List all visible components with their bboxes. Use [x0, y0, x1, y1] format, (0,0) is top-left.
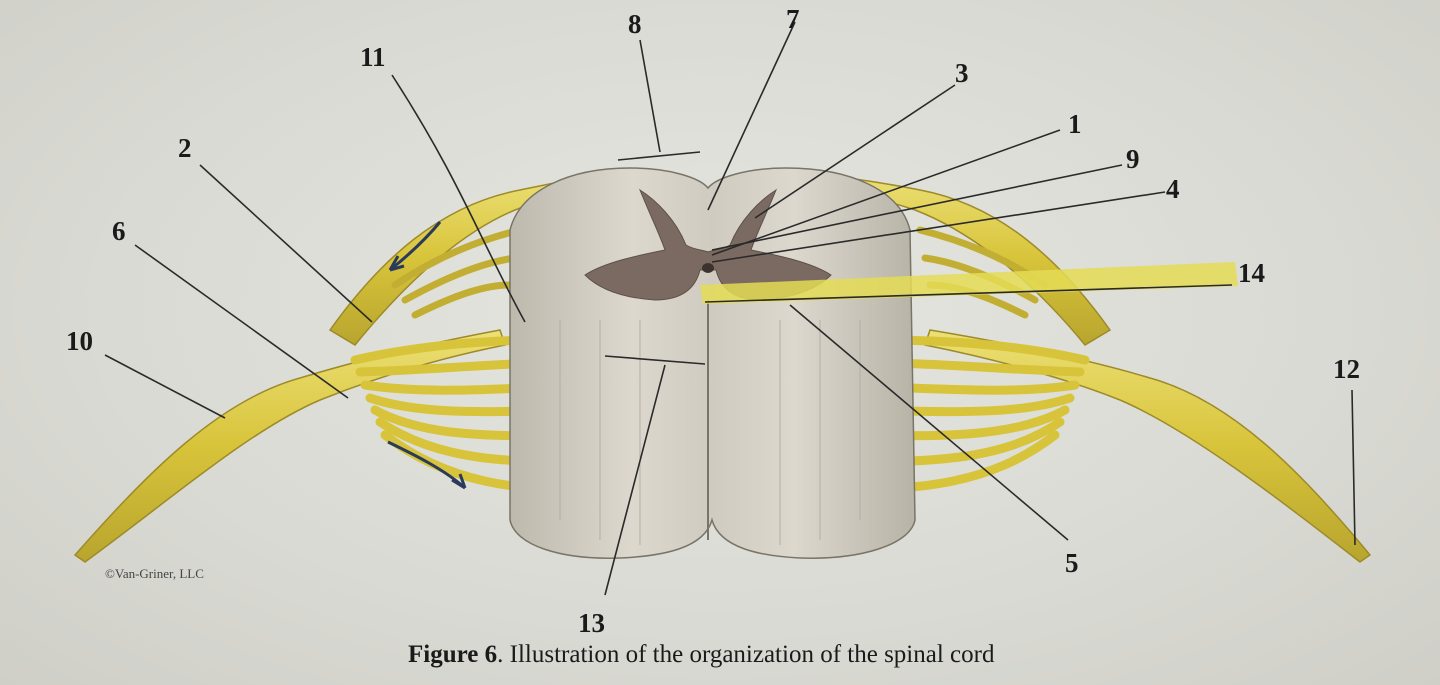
caption-text: . Illustration of the organization of th…: [497, 641, 995, 668]
figure-caption: Figure 6. Illustration of the organizati…: [408, 641, 995, 668]
label-2: 2: [178, 133, 192, 163]
leader-6: [134, 244, 349, 399]
copyright-text: ©Van-Griner, LLC: [105, 566, 204, 581]
label-6: 6: [112, 216, 126, 246]
leader-14: [704, 284, 1233, 303]
direction-arrows: [387, 221, 467, 490]
label-8: 8: [628, 9, 642, 39]
caption-label: Figure 6: [408, 641, 497, 668]
leader-7: [707, 21, 796, 211]
label-1: 1: [1068, 109, 1082, 139]
label-11: 11: [360, 42, 386, 72]
label-10: 10: [66, 326, 93, 356]
spinal-cord: [509, 167, 916, 559]
label-3: 3: [955, 58, 969, 88]
leader-11: [391, 74, 526, 323]
label-9: 9: [1126, 144, 1140, 174]
label-13: 13: [578, 608, 605, 638]
leader-3: [754, 84, 956, 219]
leader-12: [1351, 389, 1356, 546]
leader-9: [711, 164, 1123, 251]
leader-5: [789, 304, 1069, 541]
grey-matter: [584, 188, 832, 301]
central-canal: [702, 263, 714, 273]
label-4: 4: [1166, 174, 1180, 204]
label-12: 12: [1333, 354, 1360, 384]
highlight-bar: [700, 262, 1238, 304]
leader-13: [604, 355, 706, 596]
label-7: 7: [786, 4, 800, 34]
leader-8: [617, 39, 701, 161]
label-5: 5: [1065, 548, 1079, 578]
label-14: 14: [1238, 258, 1265, 288]
leader-4: [711, 191, 1166, 263]
leader-lines: [104, 21, 1356, 596]
leader-1: [711, 129, 1061, 256]
leader-10: [104, 354, 226, 419]
leader-2: [199, 164, 373, 323]
number-labels: 1 2 3 4 5 6 7 8 9 10 11 12 13 14: [66, 4, 1360, 638]
